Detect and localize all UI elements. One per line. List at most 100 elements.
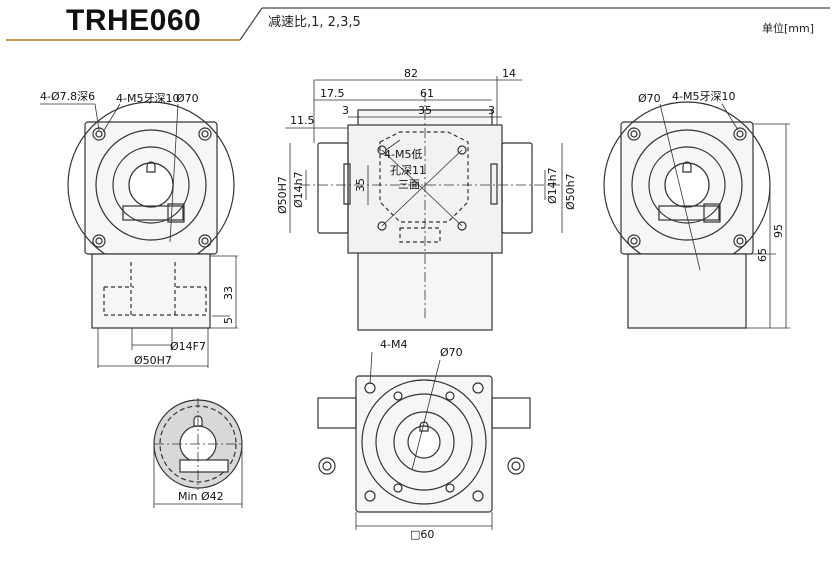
bottom-right-boss-inner: [511, 461, 521, 471]
right-bore: [664, 162, 710, 208]
left-bore-label: Ø14F7: [170, 340, 206, 353]
left-key-end: [167, 203, 185, 223]
bottom-pcd-leader: [411, 359, 441, 471]
right-inner-circle: [648, 146, 726, 224]
left-bolt-tr: [198, 127, 212, 141]
left-hole-leader: [94, 103, 100, 131]
bottom-view: [317, 351, 531, 530]
center-right-flange: [501, 142, 533, 234]
center-hole-2: [457, 145, 467, 155]
left-bore: [128, 162, 174, 208]
section-min-label: Min Ø42: [178, 490, 224, 503]
right-h95: 95: [772, 224, 785, 238]
center-d14h7-left: Ø14h7: [292, 171, 305, 208]
unit-label: 单位[mm]: [762, 22, 815, 35]
right-bolt-br-inner: [736, 237, 744, 245]
left-pcd-label: Ø70: [176, 92, 199, 105]
center-d50h7-left: Ø50H7: [276, 176, 289, 214]
center-diag-2: [381, 149, 463, 227]
bottom-pcd-label: Ø70: [440, 346, 463, 359]
left-hole-label: 4-Ø7.8深6: [40, 90, 95, 103]
left-thread-label: 4-M5牙深10: [116, 92, 179, 105]
left-body: [91, 253, 211, 329]
left-thread-leader: [102, 103, 121, 133]
bottom-hole-2: [445, 391, 455, 401]
right-h65: 65: [756, 248, 769, 262]
right-bolt-bl: [627, 234, 641, 248]
bottom-bolt-tr: [472, 382, 484, 394]
right-thread-label: 4-M5牙深10: [672, 90, 735, 103]
center-hole-3: [377, 221, 387, 231]
right-body: [627, 253, 747, 329]
left-key-block: [122, 205, 184, 221]
bottom-hole-1: [393, 391, 403, 401]
left-pilot-label: Ø50H7: [134, 354, 172, 367]
right-bolt-tr: [733, 127, 747, 141]
center-hidden-block: [399, 227, 441, 243]
left-bolt-br-inner: [201, 237, 209, 245]
center-note-3: 三面: [398, 178, 420, 191]
bottom-right-boss: [507, 457, 525, 475]
right-view: [603, 101, 790, 329]
left-pcd-leader: [169, 103, 179, 243]
left-height-33: 33: [222, 286, 235, 300]
bottom-left-boss-inner: [322, 461, 332, 471]
bottom-right-lug: [491, 397, 531, 429]
model-title: TRHE060: [66, 4, 202, 37]
right-mid-circle: [631, 129, 743, 241]
bottom-bore: [407, 425, 441, 459]
center-view: [285, 76, 563, 331]
bottom-outer-circle: [361, 379, 487, 505]
center-w17-5: 17.5: [320, 87, 345, 100]
center-w35: 35: [418, 104, 432, 117]
center-note-1: 4-M5低: [384, 148, 422, 161]
left-inner-circle: [112, 146, 190, 224]
center-right-key: [490, 163, 498, 205]
left-view: [40, 101, 238, 368]
left-keyway: [146, 161, 156, 173]
bottom-mid-circle: [375, 393, 473, 491]
center-w3b: 3: [488, 104, 495, 117]
right-bolt-tr-inner: [736, 130, 744, 138]
center-v35: 35: [354, 178, 367, 192]
bottom-inner-circle: [393, 411, 455, 473]
left-bolt-bl-inner: [95, 237, 103, 245]
left-bolt-tl-inner: [95, 130, 103, 138]
center-note-leader: [385, 139, 401, 151]
center-hidden-gear: [379, 131, 469, 223]
left-bolt-bl: [92, 234, 106, 248]
right-key-end: [703, 203, 721, 223]
bottom-bolt-bl: [364, 490, 376, 502]
right-keyway: [682, 161, 692, 173]
center-left-key: [343, 163, 351, 205]
section-view: [153, 398, 243, 508]
bottom-thread-leader: [369, 351, 373, 385]
center-d14h7-right: Ø14h7: [546, 167, 559, 204]
bottom-hole-3: [393, 483, 403, 493]
left-height-5: 5: [222, 317, 235, 324]
center-w3a: 3: [342, 104, 349, 117]
center-note-2: 孔深11: [390, 164, 426, 177]
right-pcd-leader: [659, 103, 701, 271]
left-hidden-lines: [103, 286, 207, 316]
left-bolt-br: [198, 234, 212, 248]
bottom-hole-4: [445, 483, 455, 493]
center-w61: 61: [420, 87, 434, 100]
right-bolt-tl: [627, 127, 641, 141]
left-mid-circle: [95, 129, 207, 241]
right-pcd-label: Ø70: [638, 92, 661, 105]
right-key-block: [658, 205, 720, 221]
right-bolt-bl-inner: [630, 237, 638, 245]
right-bolt-tl-inner: [630, 130, 638, 138]
right-thread-leader: [721, 103, 739, 131]
bottom-square-label: □60: [410, 528, 434, 541]
center-hole-4: [457, 221, 467, 231]
left-bolt-tr-inner: [201, 130, 209, 138]
ratio-label: 减速比,1, 2,3,5: [268, 15, 361, 30]
bottom-keyway: [419, 421, 429, 432]
center-w82: 82: [404, 67, 418, 80]
right-bolt-br: [733, 234, 747, 248]
center-w14: 14: [502, 67, 516, 80]
bottom-left-boss: [318, 457, 336, 475]
